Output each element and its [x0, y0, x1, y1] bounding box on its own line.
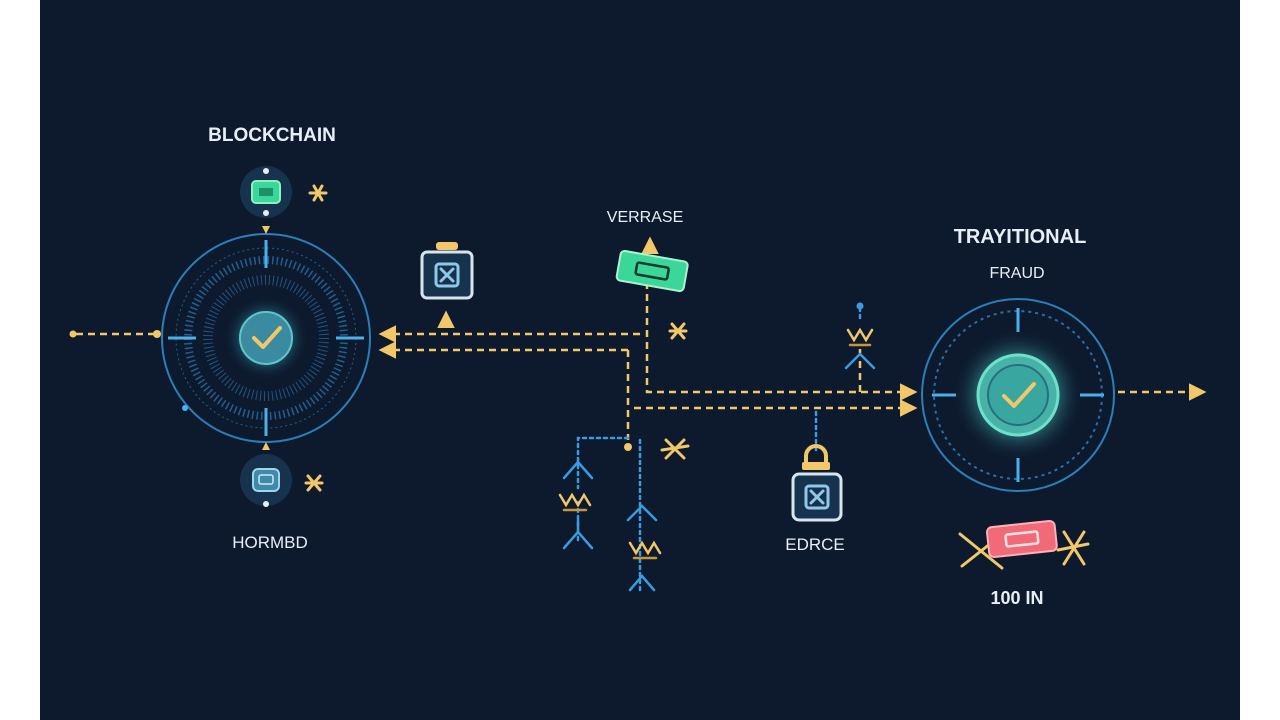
bottom-node	[240, 442, 324, 507]
left-lock	[420, 242, 474, 300]
fraud-token	[958, 520, 1090, 570]
edrce-label: EDRCE	[785, 535, 845, 554]
chip-icon	[252, 468, 280, 492]
ticket-icon	[986, 520, 1058, 558]
sparkle-icon	[304, 474, 324, 492]
sparkle-icon	[308, 184, 328, 202]
flow-diagram: BLOCKCHAIN HORMBD VERRASE TRAYITIONAL FR…	[69, 125, 1207, 608]
verrase-label: VERRASE	[607, 209, 683, 226]
node-marks	[558, 327, 874, 560]
branch-icon	[562, 518, 594, 550]
checkmark-hub-icon	[1002, 382, 1036, 408]
right-hub	[921, 298, 1115, 492]
branch-icon	[628, 574, 656, 592]
x-mark-icon	[1056, 530, 1090, 566]
left-hub	[161, 233, 371, 443]
checkmark-hub-icon	[252, 326, 282, 349]
top-node	[240, 166, 328, 234]
fraud-label: FRAUD	[989, 265, 1044, 282]
blockchain-label: BLOCKCHAIN	[208, 125, 336, 146]
flow-lines	[378, 282, 1207, 440]
ticket-icon	[615, 249, 689, 293]
x-mark-icon	[660, 438, 690, 460]
diagram-canvas: BLOCKCHAIN HORMBD VERRASE TRAYITIONAL FR…	[40, 0, 1240, 720]
hormbd-label: HORMBD	[232, 533, 308, 552]
traditional-label: TRAYITIONAL	[954, 226, 1087, 248]
count-label: 100 IN	[990, 588, 1043, 608]
center-lock	[791, 444, 843, 522]
input-flow	[69, 330, 161, 338]
sparkle-icon	[668, 322, 688, 340]
padlock-x-icon	[434, 262, 460, 288]
padlock-x-icon	[804, 484, 830, 510]
verify-token	[615, 249, 689, 293]
